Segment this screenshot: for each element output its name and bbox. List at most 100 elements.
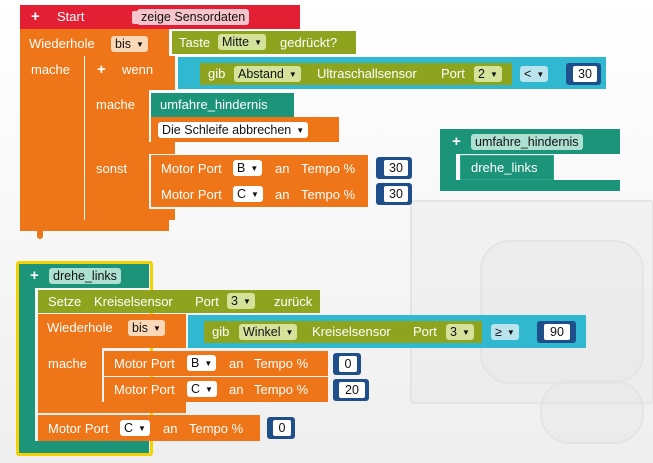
operator-dropdown[interactable]: <▼: [520, 66, 549, 82]
robot-illustration: [410, 200, 653, 404]
if-block-bottom: [85, 209, 175, 220]
procedure-drehe-bottom: [19, 441, 149, 453]
robot-illustration-detail: [480, 240, 644, 384]
motor-port-dropdown[interactable]: B▼: [187, 355, 217, 371]
motor-block-c[interactable]: Motor Port C▼ an Tempo %: [104, 377, 328, 402]
reset-gyro-block[interactable]: Setze Kreiselsensor Port 3▼ zurück: [38, 290, 320, 313]
triangle-down-icon: ▼: [506, 328, 515, 337]
call-umfahre-hindernis[interactable]: umfahre_hindernis: [151, 93, 294, 117]
speed-value-block[interactable]: 0: [333, 353, 361, 375]
port-dropdown[interactable]: 3▼: [227, 293, 255, 309]
motor-block-b[interactable]: Motor Port B▼ an Tempo %: [151, 155, 368, 181]
speed-value-block[interactable]: 30: [376, 157, 412, 179]
triangle-down-icon: ▼: [138, 424, 146, 433]
triangle-down-icon: ▼: [135, 40, 144, 49]
button-pressed-condition[interactable]: Taste Mitte▼ gedrückt?: [172, 31, 356, 54]
port-dropdown[interactable]: 3▼: [446, 324, 474, 340]
triangle-down-icon: ▼: [536, 70, 545, 79]
reading-dropdown[interactable]: Winkel▼: [239, 324, 298, 340]
motor-port-dropdown[interactable]: C▼: [120, 420, 150, 436]
an-label: an: [275, 161, 290, 176]
motor-label: Motor Port: [114, 356, 175, 371]
tempo-label: Tempo %: [254, 356, 309, 371]
triangle-down-icon: ▼: [461, 328, 470, 337]
speed-field[interactable]: 30: [384, 160, 408, 176]
procedure-name-field[interactable]: umfahre_hindernis: [471, 134, 583, 150]
repeat-do-label: mache: [48, 356, 88, 371]
motor-label: Motor Port: [48, 421, 109, 436]
ultrasonic-reading-block[interactable]: gib Abstand▼ Ultraschallsensor Port 2▼: [200, 63, 512, 85]
number-field[interactable]: 30: [573, 66, 597, 82]
motor-port-dropdown[interactable]: C▼: [233, 186, 263, 202]
motor-block-c[interactable]: Motor Port C▼ an Tempo %: [151, 181, 368, 207]
number-field[interactable]: 90: [544, 324, 570, 340]
if-do-label: mache: [96, 97, 136, 112]
repeat-label: Wiederhole: [47, 320, 113, 335]
call-label: umfahre_hindernis: [160, 97, 268, 112]
procedure-drehe-side: [19, 264, 35, 453]
triangle-down-icon: ▼: [288, 70, 297, 79]
gib-label: gib: [208, 66, 226, 81]
pressed-label: gedrückt?: [280, 35, 338, 50]
speed-field[interactable]: 0: [339, 356, 357, 372]
number-block[interactable]: 30: [566, 63, 601, 85]
button-label: Taste: [179, 35, 211, 50]
if-block-mid: [85, 142, 175, 154]
tempo-label: Tempo %: [254, 382, 309, 397]
motor-label: Motor Port: [114, 382, 175, 397]
motor-block-c-final[interactable]: Motor Port C▼ an Tempo %: [38, 415, 260, 441]
else-label: sonst: [96, 161, 128, 176]
repeat-label: Wiederhole: [29, 36, 95, 51]
plus-icon[interactable]: +: [31, 8, 40, 25]
call-label: drehe_links: [471, 160, 538, 175]
gib-label: gib: [212, 324, 230, 339]
speed-value-block[interactable]: 20: [333, 379, 369, 401]
button-dropdown[interactable]: Mitte▼: [218, 34, 267, 50]
start-block[interactable]: + Start zeige Sensordaten: [20, 5, 300, 29]
plus-icon[interactable]: +: [452, 133, 461, 150]
port-label: Port: [441, 66, 465, 81]
an-label: an: [229, 382, 244, 397]
plus-icon[interactable]: +: [30, 267, 39, 284]
call-drehe-links[interactable]: drehe_links: [460, 155, 554, 180]
triangle-down-icon: ▼: [152, 324, 161, 333]
sensor-label: Kreiselsensor: [312, 324, 391, 339]
number-block[interactable]: 90: [537, 321, 576, 343]
triangle-down-icon: ▼: [242, 297, 251, 306]
repeat-inner-side: [38, 314, 102, 413]
sensor-label: Ultraschallsensor: [317, 66, 417, 81]
an-label: an: [163, 421, 178, 436]
if-block-side: [85, 56, 149, 220]
triangle-down-icon: ▼: [285, 328, 294, 337]
repeat-mode-dropdown[interactable]: bis▼: [111, 36, 148, 52]
break-dropdown[interactable]: Die Schleife abbrechen▼: [158, 122, 309, 138]
gyro-reading-block[interactable]: gib Winkel▼ Kreiselsensor Port 3▼: [204, 321, 482, 343]
speed-value-block[interactable]: 30: [376, 183, 412, 205]
procedure-umfahre-side: [440, 129, 456, 191]
port-label: Port: [413, 324, 437, 339]
operator-dropdown[interactable]: ≥▼: [491, 324, 519, 340]
speed-field[interactable]: 0: [273, 420, 291, 436]
an-label: an: [229, 356, 244, 371]
plus-icon[interactable]: +: [97, 61, 106, 78]
an-label: an: [275, 187, 290, 202]
speed-field[interactable]: 30: [384, 186, 408, 202]
triangle-down-icon: ▼: [250, 164, 259, 173]
robot-wheel: [540, 380, 644, 444]
procedure-name-field[interactable]: drehe_links: [49, 268, 121, 284]
tempo-label: Tempo %: [301, 161, 356, 176]
port-dropdown[interactable]: 2▼: [474, 66, 502, 82]
motor-label: Motor Port: [161, 161, 222, 176]
motor-port-dropdown[interactable]: B▼: [233, 160, 263, 176]
motor-port-dropdown[interactable]: C▼: [187, 381, 217, 397]
zurueck-label: zurück: [274, 294, 313, 309]
motor-block-b[interactable]: Motor Port B▼ an Tempo %: [104, 351, 328, 376]
speed-field[interactable]: 20: [339, 382, 365, 398]
repeat-mode-dropdown[interactable]: bis▼: [128, 320, 165, 336]
procedure-name-field[interactable]: zeige Sensordaten: [137, 9, 250, 25]
reading-dropdown[interactable]: Abstand▼: [234, 66, 301, 82]
if-label: wenn: [122, 62, 154, 77]
procedure-umfahre-bottom: [440, 180, 620, 191]
speed-value-block[interactable]: 0: [267, 417, 295, 439]
break-loop-block[interactable]: Die Schleife abbrechen▼: [151, 117, 339, 142]
